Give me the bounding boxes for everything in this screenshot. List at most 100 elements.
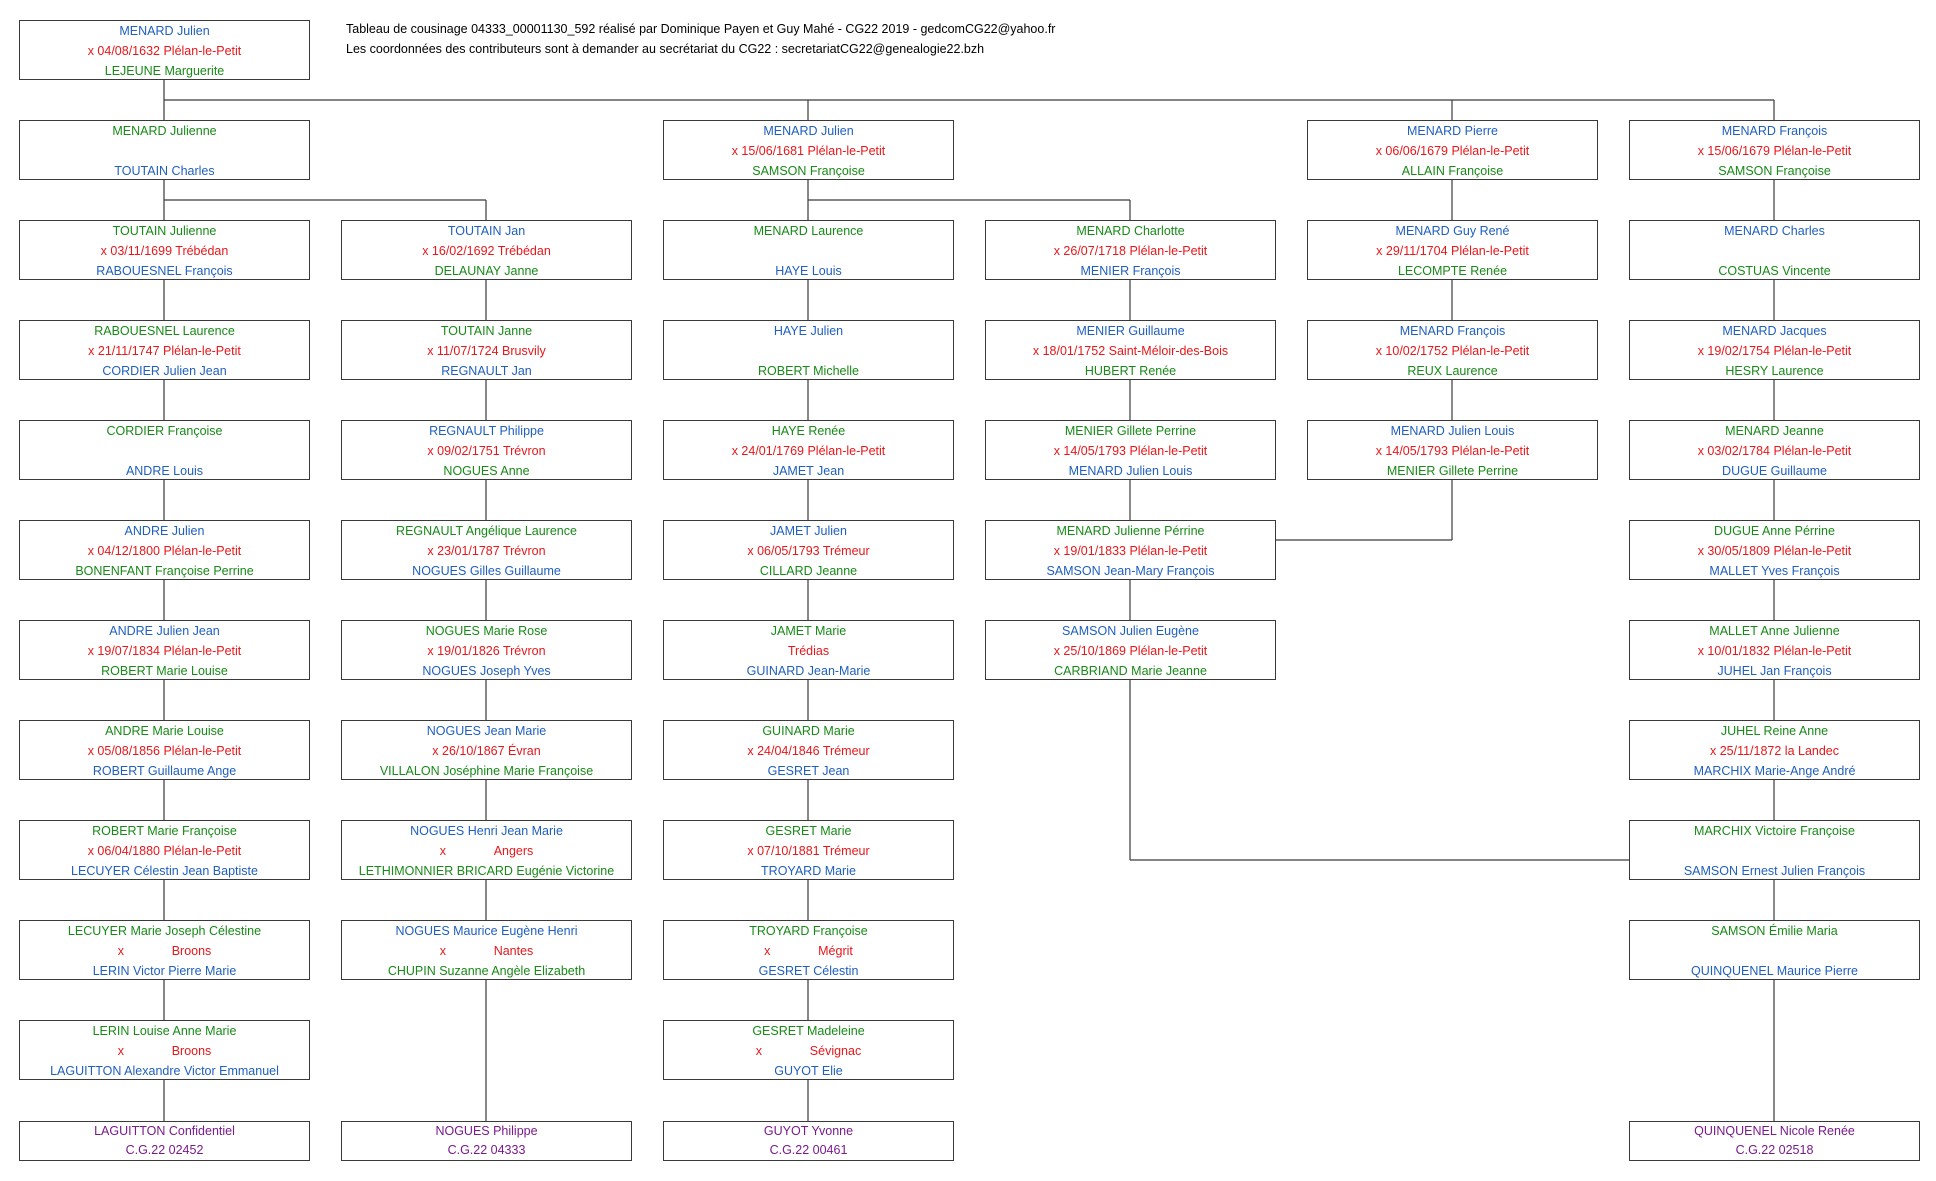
person-name: JAMET Julien [770,524,847,538]
contributor-box: NOGUES Philippe C.G.22 04333 [341,1121,632,1161]
spouse-name: LECUYER Célestin Jean Baptiste [71,864,258,878]
couple-box: TOUTAIN Julienne x 03/11/1699 Trébédan R… [19,220,310,280]
marriage-info: x 25/10/1869 Plélan-le-Petit [1053,644,1208,658]
spouse-name: BONENFANT Françoise Perrine [75,564,254,578]
person-name: MENARD Jeanne [1725,424,1824,438]
couple-box: JUHEL Reine Anne x 25/11/1872 la Landec … [1629,720,1920,780]
person-name: MENIER Gillete Perrine [1064,424,1197,438]
marriage-info: x 15/06/1681 Plélan-le-Petit [731,144,886,158]
marriage-info [664,341,953,361]
couple-box: ROBERT Marie Françoise x 06/04/1880 Plél… [19,820,310,880]
marriage-info: x 24/04/1846 Trémeur [747,744,870,758]
contributor-code: C.G.22 04333 [447,1143,526,1157]
person-name: MENARD Laurence [753,224,864,238]
marriage-info: x 04/08/1632 Plélan-le-Petit [87,44,242,58]
person-name: HAYE Renée [771,424,846,438]
spouse-name: MALLET Yves François [1709,564,1840,578]
person-name: MENARD Guy René [1395,224,1510,238]
person-name: GESRET Madeleine [752,1024,865,1038]
person-name: JUHEL Reine Anne [1720,724,1829,738]
person-name: TOUTAIN Julienne [112,224,217,238]
marriage-info [20,441,309,461]
couple-box: JAMET Julien x 06/05/1793 Trémeur CILLAR… [663,520,954,580]
person-name: REGNAULT Angélique Laurence [396,524,577,538]
person-name: SAMSON Julien Eugène [1062,624,1199,638]
couple-box: REGNAULT Angélique Laurence x 23/01/1787… [341,520,632,580]
person-name: NOGUES Maurice Eugène Henri [395,924,578,938]
couple-box: TOUTAIN Jan x 16/02/1692 Trébédan DELAUN… [341,220,632,280]
marriage-info: x 25/11/1872 la Landec [1709,744,1840,758]
spouse-name: ROBERT Guillaume Ange [92,764,237,778]
spouse-name: MENIER Gillete Perrine [1386,464,1519,478]
spouse-name: LETHIMONNIER BRICARD Eugénie Victorine [358,864,615,878]
marriage-info: x 19/01/1833 Plélan-le-Petit [1053,544,1208,558]
spouse-name: NOGUES Anne [443,464,530,478]
spouse-name: QUINQUENEL Maurice Pierre [1691,964,1858,978]
person-name: MENARD Julien [763,124,854,138]
person-name: GUINARD Marie [762,724,855,738]
person-name: ANDRE Julien Jean [109,624,220,638]
person-name: DUGUE Anne Pérrine [1714,524,1835,538]
couple-box: SAMSON Émilie Maria QUINQUENEL Maurice P… [1629,920,1920,980]
spouse-name: LAGUITTON Alexandre Victor Emmanuel [50,1064,279,1078]
root-couple-box: MENARD Julien x 04/08/1632 Plélan-le-Pet… [19,20,310,80]
couple-box: HAYE Renée x 24/01/1769 Plélan-le-Petit … [663,420,954,480]
contributors-note: Les coordonnées des contributeurs sont à… [346,42,985,56]
person-name: MENARD Charles [1724,224,1825,238]
couple-box: NOGUES Jean Marie x 26/10/1867 Évran VIL… [341,720,632,780]
spouse-name: JUHEL Jan François [1717,664,1832,678]
person-name: TOUTAIN Jan [447,224,526,238]
person-name: CORDIER Françoise [106,424,223,438]
spouse-name: CARBRIAND Marie Jeanne [1054,664,1207,678]
person-name: REGNAULT Philippe [429,424,544,438]
spouse-name: VILLALON Joséphine Marie Françoise [379,764,594,778]
marriage-info: x 11/07/1724 Brusvily [427,344,546,358]
marriage-info [1630,941,1919,961]
person-name: NOGUES Marie Rose [425,624,548,638]
person-name: MENARD Julien Louis [1390,424,1515,438]
couple-box: GUINARD Marie x 24/04/1846 Trémeur GESRE… [663,720,954,780]
marriage-info: x 23/01/1787 Trévron [427,544,546,558]
couple-box: MENARD Jacques x 19/02/1754 Plélan-le-Pe… [1629,320,1920,380]
person-name: LERIN Louise Anne Marie [92,1024,237,1038]
spouse-name: ROBERT Marie Louise [101,664,228,678]
couple-box: MENIER Gillete Perrine x 14/05/1793 Plél… [985,420,1276,480]
person-name: HAYE Julien [773,324,844,338]
couple-box: RABOUESNEL Laurence x 21/11/1747 Plélan-… [19,320,310,380]
marriage-info: x 16/02/1692 Trébédan [422,244,551,258]
spouse-name: SAMSON Ernest Julien François [1683,864,1866,878]
couple-box: MENARD Pierre x 06/06/1679 Plélan-le-Pet… [1307,120,1598,180]
marriage-info: x 15/06/1679 Plélan-le-Petit [1697,144,1852,158]
person-name: ROBERT Marie Françoise [92,824,237,838]
chart-title: Tableau de cousinage 04333_00001130_592 … [346,22,1056,36]
contributor-box: QUINQUENEL Nicole Renée C.G.22 02518 [1629,1121,1920,1161]
marriage-info: x 06/05/1793 Trémeur [747,544,870,558]
spouse-name: SAMSON Françoise [752,164,865,178]
spouse-name: CORDIER Julien Jean [102,364,227,378]
marriage-info: x 03/11/1699 Trébédan [100,244,229,258]
contributor-name: LAGUITTON Confidentiel [94,1124,235,1138]
marriage-info [20,141,309,161]
contributor-box: LAGUITTON Confidentiel C.G.22 02452 [19,1121,310,1161]
person-name: TROYARD Françoise [749,924,868,938]
spouse-name: LEJEUNE Marguerite [104,64,225,78]
spouse-name: DUGUE Guillaume [1722,464,1827,478]
marriage-info: x 21/11/1747 Plélan-le-Petit [88,344,241,358]
spouse-name: CILLARD Jeanne [759,564,858,578]
marriage-info: x 10/01/1832 Plélan-le-Petit [1697,644,1852,658]
marriage-info: x 06/06/1679 Plélan-le-Petit [1375,144,1530,158]
marriage-info: x 19/02/1754 Plélan-le-Petit [1697,344,1852,358]
spouse-name: REUX Laurence [1407,364,1498,378]
marriage-info: x 10/02/1752 Plélan-le-Petit [1375,344,1530,358]
couple-box: MENARD Jeanne x 03/02/1784 Plélan-le-Pet… [1629,420,1920,480]
person-name: GESRET Marie [765,824,852,838]
couple-box: HAYE Julien ROBERT Michelle [663,320,954,380]
marriage-info: x 30/05/1809 Plélan-le-Petit [1697,544,1852,558]
person-name: NOGUES Jean Marie [426,724,547,738]
spouse-name: GUYOT Elie [774,1064,843,1078]
couple-box: MARCHIX Victoire Françoise SAMSON Ernest… [1629,820,1920,880]
contributor-code: C.G.22 00461 [769,1143,848,1157]
